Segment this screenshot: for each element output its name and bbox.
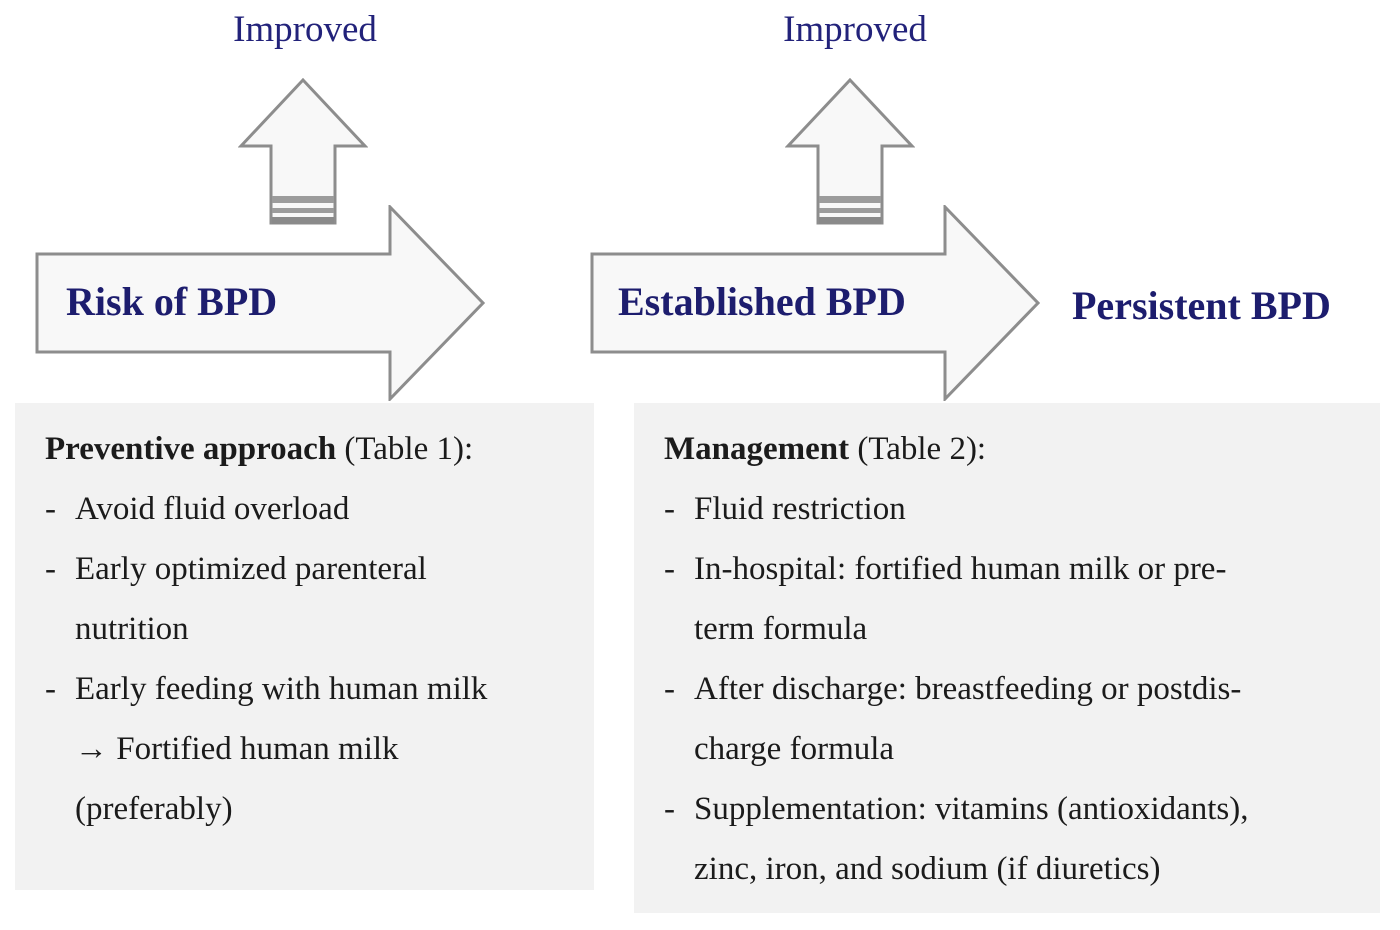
preventive-heading-bold: Preventive approach: [45, 431, 337, 467]
management-heading-rest: (Table 2):: [849, 431, 987, 467]
arrow-stripe: [272, 217, 334, 224]
bullet-dash: -: [664, 551, 675, 587]
arrow-stripe: [819, 217, 881, 224]
bullet-dash: -: [664, 491, 675, 527]
management-heading-bold: Management: [664, 431, 850, 467]
list-item-line: Fluid restriction: [694, 491, 906, 527]
risk-of-bpd-label: Risk of BPD: [66, 279, 278, 324]
list-item-line: charge formula: [694, 731, 895, 767]
list-item-line: Early optimized parenteral: [75, 551, 427, 587]
bullet-dash: -: [664, 791, 675, 827]
up-arrow-icon-left: [238, 78, 368, 225]
right-arrow-shape: [35, 205, 485, 401]
improved-label-left: Improved: [233, 9, 377, 50]
preventive-heading-rest: (Table 1):: [336, 431, 474, 467]
bullet-dash: -: [664, 671, 675, 707]
management-box-heading: Management (Table 2):: [664, 419, 1360, 479]
list-item: - In-hospital: fortified human milk or p…: [664, 539, 1360, 659]
bullet-dash: -: [45, 491, 56, 527]
management-box: Management (Table 2): - Fluid restrictio…: [634, 403, 1380, 913]
preventive-approach-box: Preventive approach (Table 1): - Avoid f…: [15, 403, 594, 890]
bullet-dash: -: [45, 551, 56, 587]
list-item-line: → Fortified human milk: [75, 731, 399, 767]
list-item-line: In-hospital: fortified human milk or pre…: [694, 551, 1227, 587]
preventive-box-heading: Preventive approach (Table 1):: [45, 419, 574, 479]
list-item: - Fluid restriction: [664, 479, 1360, 539]
right-arrow-icon-established: [590, 205, 1040, 401]
list-item: - Avoid fluid overload: [45, 479, 574, 539]
list-item-line: After discharge: breastfeeding or postdi…: [694, 671, 1242, 707]
list-item: - Early optimized parenteral nutrition: [45, 539, 574, 659]
arrow-stripe: [819, 208, 881, 213]
right-arrow-icon-risk: [35, 205, 485, 401]
established-bpd-label: Established BPD: [618, 279, 906, 324]
list-item-line: Avoid fluid overload: [75, 491, 350, 527]
list-item-line: Supplementation: vitamins (antioxidants)…: [694, 791, 1249, 827]
list-item-line: Early feeding with human milk: [75, 671, 488, 707]
arrow-stripe: [272, 196, 334, 203]
list-item-line: zinc, iron, and sodium (if diuretics): [694, 851, 1161, 887]
bullet-dash: -: [45, 671, 56, 707]
list-item: - After discharge: breastfeeding or post…: [664, 659, 1360, 779]
list-item-line: (preferably): [75, 791, 233, 827]
arrow-stripe: [819, 196, 881, 203]
persistent-bpd-label: Persistent BPD: [1072, 283, 1331, 328]
right-arrow-shape: [590, 205, 1040, 401]
improved-label-right: Improved: [783, 9, 927, 50]
list-item: - Early feeding with human milk → Fortif…: [45, 659, 574, 839]
list-item-line: nutrition: [75, 611, 189, 647]
up-arrow-icon-right: [785, 78, 915, 225]
arrow-stripe: [272, 208, 334, 213]
list-item: - Supplementation: vitamins (antioxidant…: [664, 779, 1360, 899]
list-item-line: term formula: [694, 611, 868, 647]
